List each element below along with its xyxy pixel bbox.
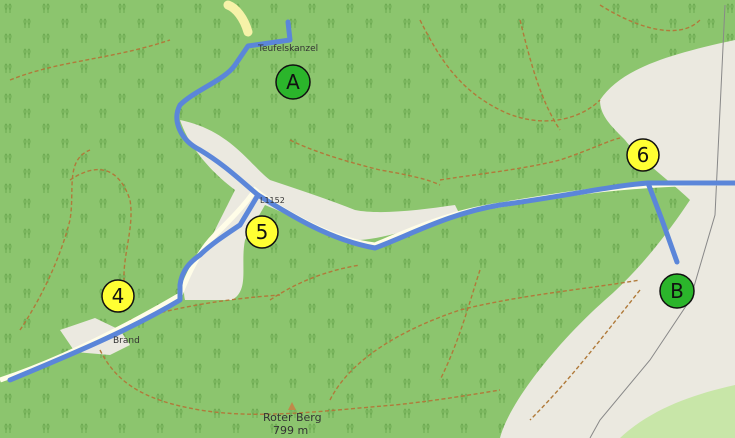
route-line-west — [7, 192, 261, 383]
marker-B-label: B — [670, 279, 684, 303]
road-yellow — [223, 0, 253, 37]
route-line-spur-b — [645, 180, 680, 265]
route-line — [174, 19, 735, 251]
clearing-brand — [60, 318, 130, 355]
marker-4[interactable]: 4 — [101, 279, 135, 313]
label-roter-berg: Roter Berg — [263, 411, 322, 424]
marker-B[interactable]: B — [659, 273, 695, 309]
marker-6-label: 6 — [637, 143, 650, 167]
clearing-east — [500, 40, 735, 438]
railway-line — [589, 4, 726, 438]
label-roter-berg-elevation: 799 m — [273, 424, 308, 437]
label-brand: Brand — [113, 336, 140, 346]
marker-A[interactable]: A — [275, 64, 311, 100]
marker-5[interactable]: 5 — [245, 215, 279, 249]
marker-4-label: 4 — [112, 284, 125, 308]
forest-tracks — [9, 4, 701, 421]
marker-A-label: A — [286, 70, 300, 94]
marker-6[interactable]: 6 — [626, 138, 660, 172]
label-road-ref: L1152 — [260, 196, 285, 205]
marker-5-label: 5 — [256, 220, 269, 244]
clearing-central — [180, 120, 460, 300]
label-teufelskanzel: Teufelskanzel — [257, 44, 318, 54]
meadow-southeast — [620, 385, 735, 438]
peak-triangle-icon — [288, 402, 296, 410]
